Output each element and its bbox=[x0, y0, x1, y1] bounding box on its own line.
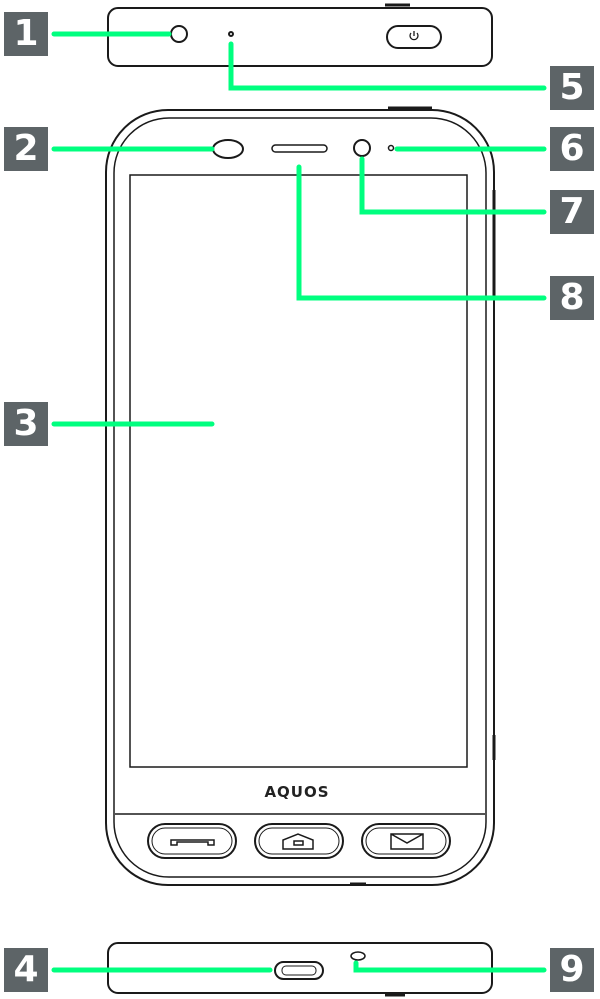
usb-port bbox=[274, 961, 324, 980]
brand-logo: AQUOS bbox=[264, 783, 330, 801]
front-camera bbox=[353, 139, 371, 157]
callout-5: 5 bbox=[550, 66, 594, 110]
power-button bbox=[386, 25, 442, 49]
callout-6: 6 bbox=[550, 127, 594, 171]
callout-9: 9 bbox=[550, 948, 594, 992]
call-button bbox=[147, 823, 237, 859]
home-icon bbox=[282, 833, 314, 850]
power-icon bbox=[409, 31, 419, 41]
callout-4: 4 bbox=[4, 948, 48, 992]
mail-button bbox=[361, 823, 451, 859]
callout-1: 1 bbox=[4, 12, 48, 56]
phone-icon bbox=[170, 839, 215, 846]
earpiece-speaker bbox=[271, 144, 328, 153]
notification-led bbox=[387, 144, 395, 152]
bottom-microphone bbox=[350, 951, 366, 961]
mail-icon bbox=[390, 833, 424, 850]
leader-lines bbox=[51, 31, 547, 973]
callout-2: 2 bbox=[4, 127, 48, 171]
callout-7: 7 bbox=[550, 190, 594, 234]
top-microphone bbox=[228, 31, 234, 37]
callout-8: 8 bbox=[550, 276, 594, 320]
proximity-sensor bbox=[212, 139, 244, 159]
earphone-jack bbox=[170, 25, 188, 43]
home-button bbox=[254, 823, 344, 859]
phone-top-view bbox=[107, 3, 493, 67]
callout-3: 3 bbox=[4, 402, 48, 446]
phone-front-view bbox=[105, 106, 496, 886]
